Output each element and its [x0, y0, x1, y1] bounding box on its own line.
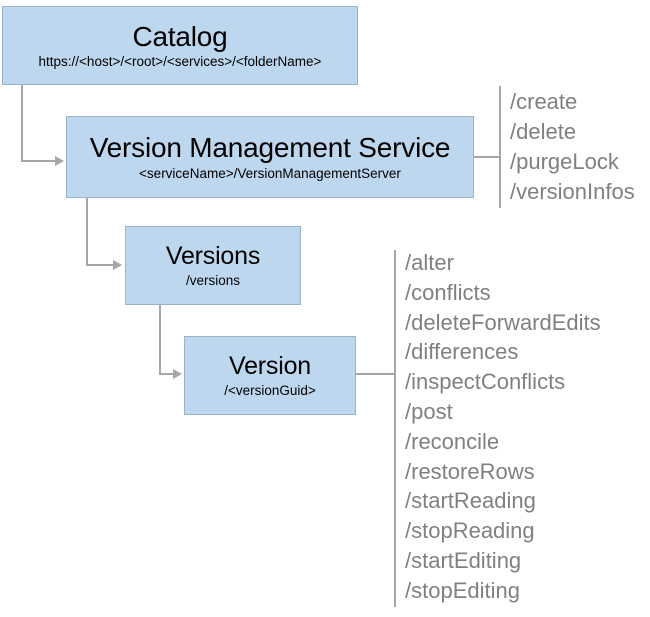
version-operation-item: /deleteForwardEdits	[405, 309, 601, 335]
service-operation-item: /versionInfos	[510, 179, 635, 204]
version-operations-list: /alter /conflicts /deleteForwardEdits /d…	[405, 248, 601, 606]
bracket-stem-service-operations	[474, 156, 500, 158]
service-operations-list: /create /delete /purgeLock /versionInfos	[510, 87, 635, 207]
version-operation-item: /inspectConflicts	[405, 369, 566, 395]
version-operation-item: /startReading	[405, 488, 536, 514]
bracket-bar-service-operations	[499, 86, 501, 208]
bracket-bar-version-operations	[394, 250, 396, 607]
node-versions: Versions /versions	[125, 226, 301, 305]
arrowhead-versions-to-version-icon	[173, 369, 182, 379]
node-version: Version /<versionGuid>	[184, 336, 356, 415]
service-operation-item: /delete	[510, 119, 577, 144]
node-catalog: Catalog https://<host>/<root>/<services>…	[2, 6, 358, 85]
arrowhead-catalog-to-service-icon	[55, 156, 64, 166]
node-versions-title: Versions	[165, 242, 261, 271]
version-operation-item: /startEditing	[405, 547, 522, 573]
bracket-stem-version-operations	[356, 373, 395, 375]
node-version-management-service-subtitle: <serviceName>/VersionManagementServer	[139, 165, 401, 181]
version-operation-item: /differences	[405, 339, 519, 365]
service-operation-item: /purgeLock	[510, 149, 619, 174]
connector-catalog-to-service-vertical	[21, 85, 23, 162]
connector-versions-to-version-horizontal	[159, 373, 175, 375]
node-version-management-service: Version Management Service <serviceName>…	[66, 116, 474, 198]
service-operation-item: /create	[510, 89, 578, 114]
node-version-subtitle: /<versionGuid>	[224, 382, 316, 398]
node-catalog-title: Catalog	[132, 20, 228, 52]
node-versions-subtitle: /versions	[185, 272, 241, 288]
version-operation-item: /alter	[405, 250, 454, 275]
node-version-title: Version	[229, 352, 311, 381]
node-version-management-service-title: Version Management Service	[89, 132, 451, 164]
connector-versions-to-version-vertical	[159, 305, 161, 375]
node-catalog-subtitle: https://<host>/<root>/<services>/<folder…	[38, 54, 322, 70]
version-operation-item: /restoreRows	[405, 458, 535, 484]
arrowhead-service-to-versions-icon	[113, 260, 122, 270]
connector-service-to-versions-vertical	[86, 198, 88, 266]
version-operation-item: /conflicts	[405, 279, 491, 305]
version-operation-item: /stopEditing	[405, 577, 520, 603]
version-operation-item: /stopReading	[405, 518, 535, 544]
connector-service-to-versions-horizontal	[86, 264, 115, 266]
connector-catalog-to-service-horizontal	[21, 160, 57, 162]
version-operation-item: /post	[405, 398, 453, 424]
version-operation-item: /reconcile	[405, 428, 500, 454]
